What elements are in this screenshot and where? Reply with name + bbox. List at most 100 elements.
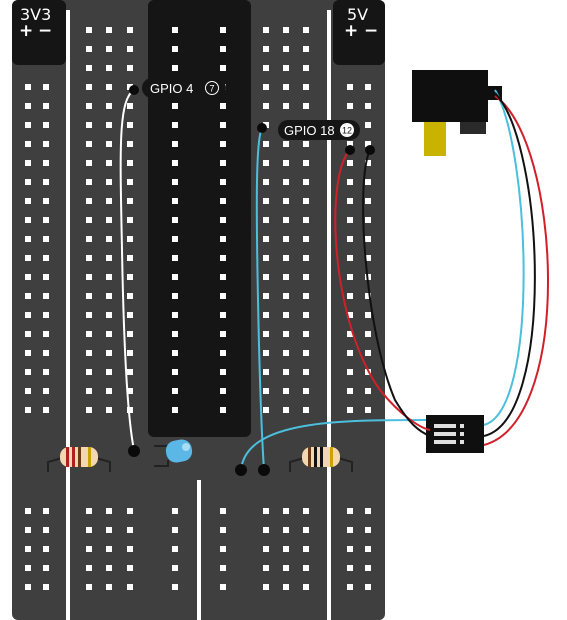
breadboard-hole — [365, 255, 371, 261]
breadboard-hole — [127, 255, 133, 261]
breadboard-hole — [347, 388, 353, 394]
breadboard-hole — [127, 407, 133, 413]
breadboard-hole — [106, 198, 112, 204]
breadboard-hole — [25, 546, 31, 552]
breadboard-hole — [127, 546, 133, 552]
breadboard-hole — [220, 407, 226, 413]
breadboard-hole — [365, 160, 371, 166]
breadboard-hole — [347, 160, 353, 166]
breadboard-hole — [263, 46, 269, 52]
breadboard-hole — [263, 407, 269, 413]
breadboard-hole — [86, 546, 92, 552]
breadboard-hole — [303, 508, 309, 514]
breadboard-hole — [303, 84, 309, 90]
breadboard-hole — [365, 350, 371, 356]
breadboard-hole — [347, 198, 353, 204]
breadboard-hole — [263, 546, 269, 552]
breadboard-hole — [283, 103, 289, 109]
breadboard-hole — [172, 198, 178, 204]
breadboard-hole — [365, 546, 371, 552]
breadboard-hole — [347, 84, 353, 90]
breadboard-hole — [220, 160, 226, 166]
breadboard-hole — [220, 236, 226, 242]
breadboard-hole — [303, 46, 309, 52]
breadboard-hole — [303, 103, 309, 109]
breadboard-hole — [43, 236, 49, 242]
breadboard-hole — [347, 141, 353, 147]
breadboard-hole — [220, 122, 226, 128]
breadboard-hole — [127, 217, 133, 223]
breadboard-hole — [283, 508, 289, 514]
breadboard-hole — [25, 217, 31, 223]
breadboard-hole — [263, 160, 269, 166]
breadboard-hole — [283, 350, 289, 356]
breadboard-hole — [86, 255, 92, 261]
breadboard-hole — [43, 255, 49, 261]
breadboard-hole — [263, 527, 269, 533]
resistor-right — [289, 447, 353, 472]
board-gap-center — [197, 480, 201, 620]
breadboard-hole — [172, 508, 178, 514]
breadboard-hole — [365, 217, 371, 223]
breadboard-hole — [127, 331, 133, 337]
breadboard-hole — [263, 141, 269, 147]
breadboard-hole — [220, 217, 226, 223]
breadboard-hole — [86, 103, 92, 109]
gpio-label-18: GPIO 18 12 — [278, 120, 360, 140]
breadboard-hole — [172, 27, 178, 33]
breadboard-hole — [347, 508, 353, 514]
breadboard-hole — [365, 103, 371, 109]
rail-header-right — [333, 0, 385, 65]
breadboard-hole — [172, 122, 178, 128]
breadboard-hole — [172, 293, 178, 299]
breadboard-hole — [25, 122, 31, 128]
breadboard-hole — [106, 508, 112, 514]
rail-minus-left: − — [38, 21, 52, 41]
breadboard-hole — [172, 141, 178, 147]
breadboard-hole — [263, 312, 269, 318]
breadboard-hole — [106, 217, 112, 223]
breadboard-hole — [263, 369, 269, 375]
breadboard-hole — [263, 584, 269, 590]
board-gap-2 — [327, 10, 331, 620]
breadboard-hole — [220, 388, 226, 394]
breadboard-hole — [365, 198, 371, 204]
breadboard-hole — [263, 179, 269, 185]
rail-plus-right: + — [344, 21, 358, 41]
breadboard-hole — [86, 527, 92, 533]
breadboard-hole — [106, 141, 112, 147]
breadboard-hole — [347, 255, 353, 261]
breadboard-hole — [106, 388, 112, 394]
breadboard-hole — [303, 217, 309, 223]
breadboard-hole — [172, 274, 178, 280]
breadboard-hole — [347, 312, 353, 318]
breadboard-hole — [43, 293, 49, 299]
breadboard-hole — [303, 407, 309, 413]
wire-blue-to-sensor — [483, 89, 525, 426]
breadboard-hole — [347, 274, 353, 280]
wire-red-breadboard — [334, 149, 431, 431]
breadboard-hole — [303, 565, 309, 571]
breadboard-hole — [86, 274, 92, 280]
breadboard-hole — [365, 527, 371, 533]
breadboard-hole — [365, 565, 371, 571]
breadboard-hole — [283, 65, 289, 71]
wire-connector — [426, 415, 484, 453]
breadboard-hole — [283, 527, 289, 533]
breadboard-hole — [172, 236, 178, 242]
breadboard-hole — [303, 27, 309, 33]
breadboard-hole — [303, 65, 309, 71]
breadboard-hole — [303, 527, 309, 533]
breadboard-hole — [172, 350, 178, 356]
rail-label-5v: 5V — [347, 5, 368, 24]
breadboard-hole — [263, 103, 269, 109]
breadboard-hole — [127, 46, 133, 52]
breadboard-hole — [365, 312, 371, 318]
breadboard-hole — [263, 65, 269, 71]
breadboard-hole — [106, 274, 112, 280]
breadboard-hole — [365, 293, 371, 299]
breadboard-hole — [86, 141, 92, 147]
breadboard-hole — [263, 388, 269, 394]
breadboard-hole — [86, 331, 92, 337]
